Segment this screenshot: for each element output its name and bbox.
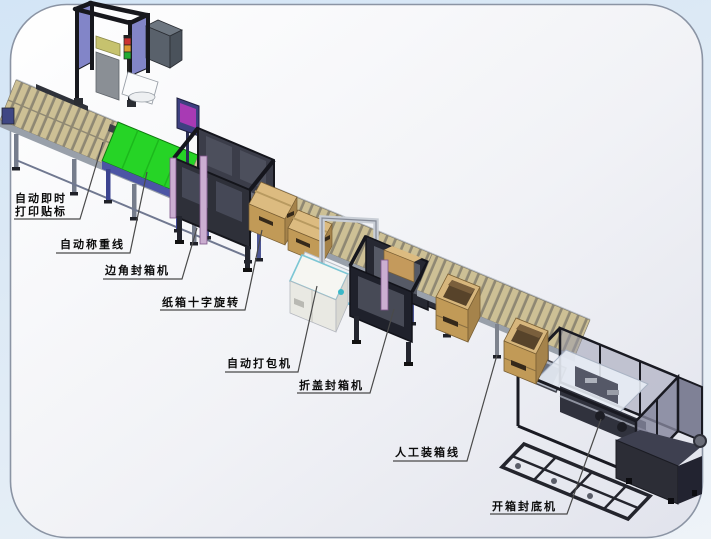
label-print-labeler: 自动即时 打印贴标 [15,192,67,218]
leader-carton-rotation [160,229,263,311]
label-manual-packing: 人工装箱线 [395,446,460,459]
leader-flap-sealer [297,308,395,394]
printer-unit [145,19,183,69]
leader-lines [14,141,602,515]
leader-strapping-machine [225,285,318,373]
machine-logo-badge [338,289,344,295]
label-print-labeler-line2: 打印贴标 [15,204,67,218]
leader-corner-sealer [103,227,198,280]
open-carton-2 [503,317,549,385]
label-corner-sealer: 边角封箱机 [105,264,170,277]
label-flap-sealer: 折盖封箱机 [299,379,364,392]
erector-sled-frame [498,441,654,522]
monitor-screen [180,103,196,128]
signal-tower [123,35,132,74]
label-carton-rotation: 纸箱十字旋转 [162,296,240,309]
labeling-machine [72,0,183,107]
leader-print-labeler [14,141,104,220]
open-carton-1 [435,273,481,343]
case-erector-machine [498,326,707,522]
label-case-erector: 开箱封底机 [492,500,557,513]
leader-case-erector [490,418,602,515]
adjustment-handwheel [693,434,707,448]
label-weighing-line: 自动称重线 [60,238,125,251]
leader-manual-packing [393,354,498,462]
leader-weighing-line [56,171,148,254]
label-print-labeler-line1: 自动即时 [15,192,67,205]
label-strapping-machine: 自动打包机 [227,357,292,370]
